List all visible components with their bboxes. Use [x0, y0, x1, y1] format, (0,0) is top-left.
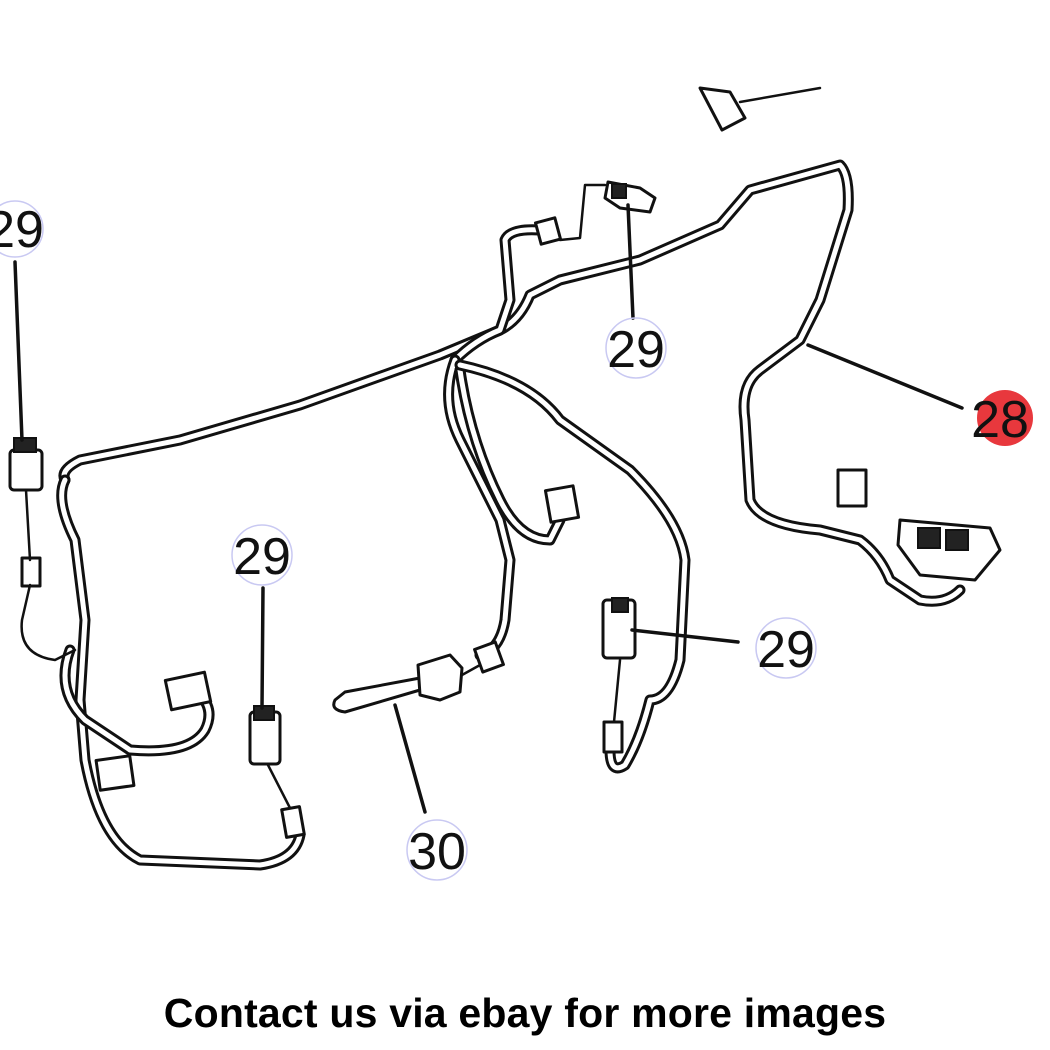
- callout-29-top: 29: [605, 317, 667, 379]
- leader-lines: [13, 203, 964, 814]
- connector-left-upper: [20, 556, 42, 588]
- upper-branch: [449, 224, 546, 366]
- connector-left-loop: [163, 670, 213, 712]
- svg-text:29: 29: [757, 621, 815, 679]
- sensor-top: [603, 180, 657, 214]
- svg-text:30: 30: [408, 823, 466, 881]
- svg-text:29: 29: [607, 321, 665, 379]
- connector-top: [533, 183, 607, 246]
- connector-middle: [543, 484, 581, 524]
- svg-text:29: 29: [0, 201, 44, 259]
- callout-29-right: 29: [755, 617, 817, 679]
- top-bracket-part: [698, 86, 822, 132]
- svg-text:29: 29: [233, 528, 291, 586]
- left-loop-branch: [59, 644, 215, 757]
- connector-left-lower: [94, 754, 136, 792]
- sensor-30: [332, 640, 505, 714]
- sensor-left: [8, 437, 77, 662]
- contact-caption: Contact us via ebay for more images: [163, 990, 887, 1036]
- callout-29-left: 29: [0, 200, 44, 259]
- sensor-bottom: [248, 705, 292, 810]
- svg-text:28: 28: [971, 391, 1029, 449]
- connector-right-block: [836, 468, 1002, 582]
- callout-28: 28: [971, 390, 1033, 449]
- callout-29-middle: 29: [231, 524, 293, 586]
- callout-30: 30: [406, 819, 468, 881]
- left-harness-branch: [56, 474, 306, 871]
- middle-branches: [443, 354, 691, 774]
- connector-right-lower: [602, 720, 624, 754]
- sensor-right: [601, 597, 637, 724]
- connector-bottom-left: [280, 805, 306, 839]
